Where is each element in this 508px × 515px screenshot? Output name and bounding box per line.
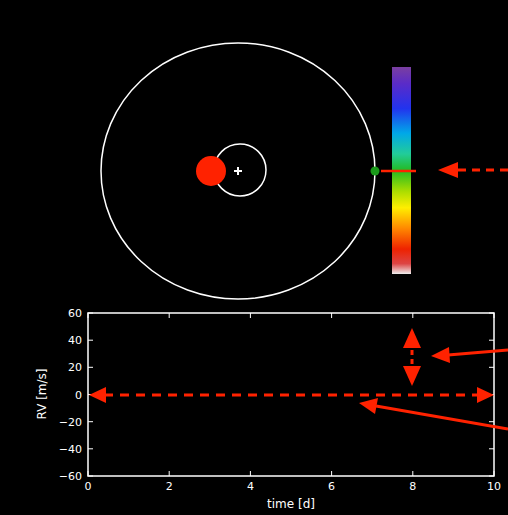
x-tick-label: 0 xyxy=(85,481,92,492)
spectral-line xyxy=(381,170,416,173)
arrow-head xyxy=(359,398,378,414)
x-tick-label: 4 xyxy=(247,481,254,492)
observer-arrow xyxy=(455,169,508,172)
arrow-head xyxy=(431,347,450,363)
barycenter-cross xyxy=(234,167,242,175)
x-tick-label: 10 xyxy=(487,481,501,492)
arrow-head xyxy=(438,162,458,178)
pointer-arrow xyxy=(376,406,508,429)
plot-frame xyxy=(88,313,494,476)
y-tick-label: −20 xyxy=(59,416,82,427)
zero-line xyxy=(104,394,478,397)
amplitude-arrow xyxy=(411,350,414,364)
planet xyxy=(371,167,380,176)
y-tick-label: 20 xyxy=(68,362,82,373)
y-tick-label: 40 xyxy=(68,335,82,346)
y-tick-label: −40 xyxy=(59,443,82,454)
x-tick-label: 8 xyxy=(409,481,416,492)
x-tick-label: 6 xyxy=(328,481,335,492)
arrow-head xyxy=(403,366,421,386)
pointer-arrow xyxy=(448,350,508,355)
y-tick-label: 0 xyxy=(75,389,82,400)
y-axis-title: RV [m/s] xyxy=(36,368,48,419)
x-tick-label: 2 xyxy=(166,481,173,492)
y-tick-label: 60 xyxy=(68,308,82,319)
star xyxy=(196,156,226,186)
axis-ticks xyxy=(88,313,494,476)
x-axis-title: time [d] xyxy=(267,498,315,510)
y-tick-label: −60 xyxy=(59,471,82,482)
planet-orbit xyxy=(101,43,375,299)
arrow-head xyxy=(403,328,421,348)
arrow-head xyxy=(89,387,106,403)
arrow-head xyxy=(477,387,494,403)
